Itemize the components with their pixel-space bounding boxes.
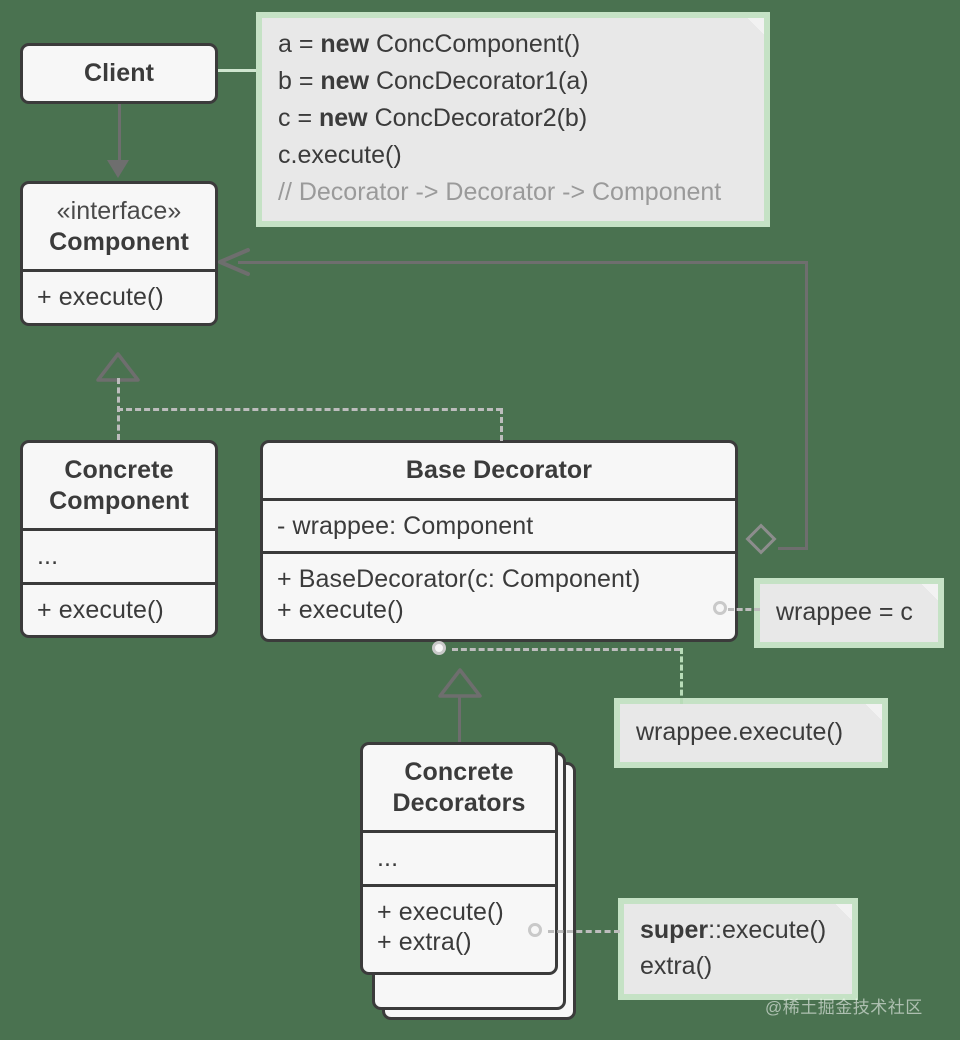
code-line-2-keyword: new bbox=[319, 104, 368, 132]
note-link-constructor bbox=[728, 608, 760, 611]
code-line-3: c.execute() bbox=[278, 137, 748, 174]
note-super-keyword: super bbox=[640, 916, 709, 944]
class-box-base-decorator[interactable]: Base Decorator - wrappee: Component + Ba… bbox=[260, 440, 738, 642]
base-decorator-method-execute: + execute() bbox=[277, 595, 404, 624]
socket-concrete-decorators-execute bbox=[528, 923, 542, 937]
realization-bus-horizontal bbox=[117, 408, 502, 411]
note-fold-highlight bbox=[921, 584, 938, 601]
socket-base-decorator-constructor bbox=[713, 601, 727, 615]
note-extra-call-line: extra() bbox=[640, 952, 713, 980]
code-line-0-pre: a = bbox=[278, 30, 321, 58]
code-line-0-post: ConcComponent() bbox=[369, 30, 581, 58]
code-line-4-comment: // Decorator -> Decorator -> Component bbox=[278, 174, 748, 211]
class-box-client[interactable]: Client bbox=[20, 43, 218, 104]
class-box-concrete-decorators[interactable]: Concrete Decorators ... + execute() + ex… bbox=[360, 742, 558, 975]
code-line-3-pre: c.execute() bbox=[278, 141, 402, 169]
concrete-decorators-title: Concrete Decorators bbox=[363, 745, 555, 830]
note-super-execute[interactable]: super::execute() extra() bbox=[618, 898, 858, 1000]
concrete-component-fields: ... bbox=[23, 528, 215, 582]
note-fold-highlight bbox=[747, 18, 764, 35]
arrowhead-aggregation-open bbox=[218, 248, 250, 276]
inheritance-triangle-base-decorator bbox=[438, 668, 482, 698]
note-wrappee-execute[interactable]: wrappee.execute() bbox=[614, 698, 888, 768]
code-line-1: b = new ConcDecorator1(a) bbox=[278, 63, 748, 100]
connector-aggregation-horizontal bbox=[238, 261, 808, 264]
note-wrappee-assign-text: wrappee = c bbox=[776, 598, 913, 626]
base-decorator-constructor: + BaseDecorator(c: Component) bbox=[277, 565, 641, 593]
note-super-execute-line: super::execute() bbox=[640, 912, 836, 948]
class-box-concrete-component[interactable]: Concrete Component ... + execute() bbox=[20, 440, 218, 638]
component-name: Component bbox=[49, 227, 189, 256]
note-super-rest: ::execute() bbox=[708, 916, 827, 944]
connector-concrete-decorators-to-base bbox=[458, 694, 461, 742]
code-line-1-pre: b = bbox=[278, 67, 321, 95]
component-title: «interface» Component bbox=[23, 184, 215, 269]
concrete-decorators-name-line1: Concrete bbox=[404, 758, 514, 786]
connector-aggregation-to-diamond bbox=[778, 547, 808, 550]
concrete-decorators-methods: + execute() + extra() bbox=[363, 883, 555, 972]
component-method-execute: + execute() bbox=[23, 269, 215, 323]
concrete-component-title: Concrete Component bbox=[23, 443, 215, 528]
concrete-decorators-method-extra: + extra() bbox=[377, 928, 472, 956]
concrete-decorators-method-execute: + execute() bbox=[377, 897, 504, 926]
concrete-component-method-execute: + execute() bbox=[23, 581, 215, 636]
concrete-decorators-fields: ... bbox=[363, 830, 555, 884]
code-line-2-post: ConcDecorator2(b) bbox=[367, 104, 588, 132]
note-wrappee-execute-text: wrappee.execute() bbox=[636, 718, 844, 746]
note-fold-highlight bbox=[865, 704, 882, 721]
realization-stem-base-decorator bbox=[500, 408, 503, 441]
note-client-code[interactable]: a = new ConcComponent() b = new ConcDeco… bbox=[256, 12, 770, 227]
note-wrappee-execute-body: wrappee.execute() bbox=[620, 704, 882, 762]
code-line-2-pre: c = bbox=[278, 104, 319, 132]
note-client-code-body: a = new ConcComponent() b = new ConcDeco… bbox=[262, 18, 764, 221]
component-stereotype: «interface» bbox=[56, 197, 182, 225]
class-box-component[interactable]: «interface» Component + execute() bbox=[20, 181, 218, 326]
connector-client-to-component bbox=[118, 100, 121, 162]
connector-client-to-code-note bbox=[216, 69, 262, 72]
concrete-component-name-line1: Concrete bbox=[64, 456, 174, 484]
code-line-4-text: // Decorator -> Decorator -> Component bbox=[278, 178, 722, 206]
connector-aggregation-vertical bbox=[805, 261, 808, 549]
code-line-2: c = new ConcDecorator2(b) bbox=[278, 100, 748, 137]
note-fold-highlight bbox=[835, 904, 852, 921]
code-line-0-keyword: new bbox=[320, 30, 370, 58]
base-decorator-title: Base Decorator bbox=[405, 456, 593, 484]
note-link-execute-vertical bbox=[680, 648, 683, 704]
socket-base-decorator-execute bbox=[432, 641, 446, 655]
concrete-component-name-line2: Component bbox=[49, 486, 189, 515]
note-super-execute-body: super::execute() extra() bbox=[624, 904, 852, 994]
client-title: Client bbox=[83, 59, 155, 87]
note-link-super-execute bbox=[548, 930, 620, 933]
code-line-1-keyword: new bbox=[320, 67, 370, 95]
aggregation-diamond bbox=[745, 523, 777, 555]
concrete-decorators-name-line2: Decorators bbox=[392, 788, 526, 817]
base-decorator-field-wrappee: - wrappee: Component bbox=[263, 497, 735, 552]
base-decorator-methods: + BaseDecorator(c: Component) + execute(… bbox=[263, 551, 735, 639]
arrowhead-client-to-component bbox=[107, 160, 129, 178]
note-link-execute-horizontal bbox=[452, 648, 680, 651]
code-line-0: a = new ConcComponent() bbox=[278, 26, 748, 63]
code-line-1-post: ConcDecorator1(a) bbox=[369, 67, 589, 95]
watermark: @稀土掘金技术社区 bbox=[765, 998, 923, 1017]
note-wrappee-assign[interactable]: wrappee = c bbox=[754, 578, 944, 648]
note-wrappee-assign-body: wrappee = c bbox=[760, 584, 938, 642]
